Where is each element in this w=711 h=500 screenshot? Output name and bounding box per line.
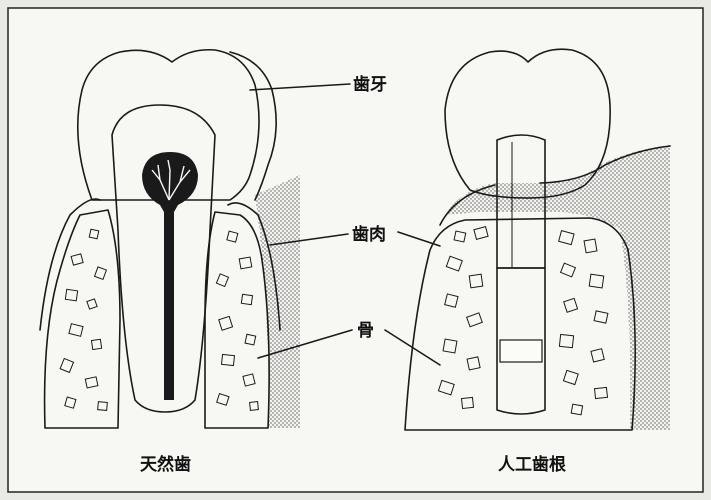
- label-tooth: 歯牙: [353, 74, 387, 95]
- label-bone: 骨: [357, 321, 374, 341]
- caption-natural-tooth: 天然歯: [140, 454, 191, 475]
- caption-implant: 人工歯根: [498, 454, 566, 475]
- label-gum: 歯肉: [352, 224, 386, 245]
- implant-fixture-band: [500, 340, 542, 362]
